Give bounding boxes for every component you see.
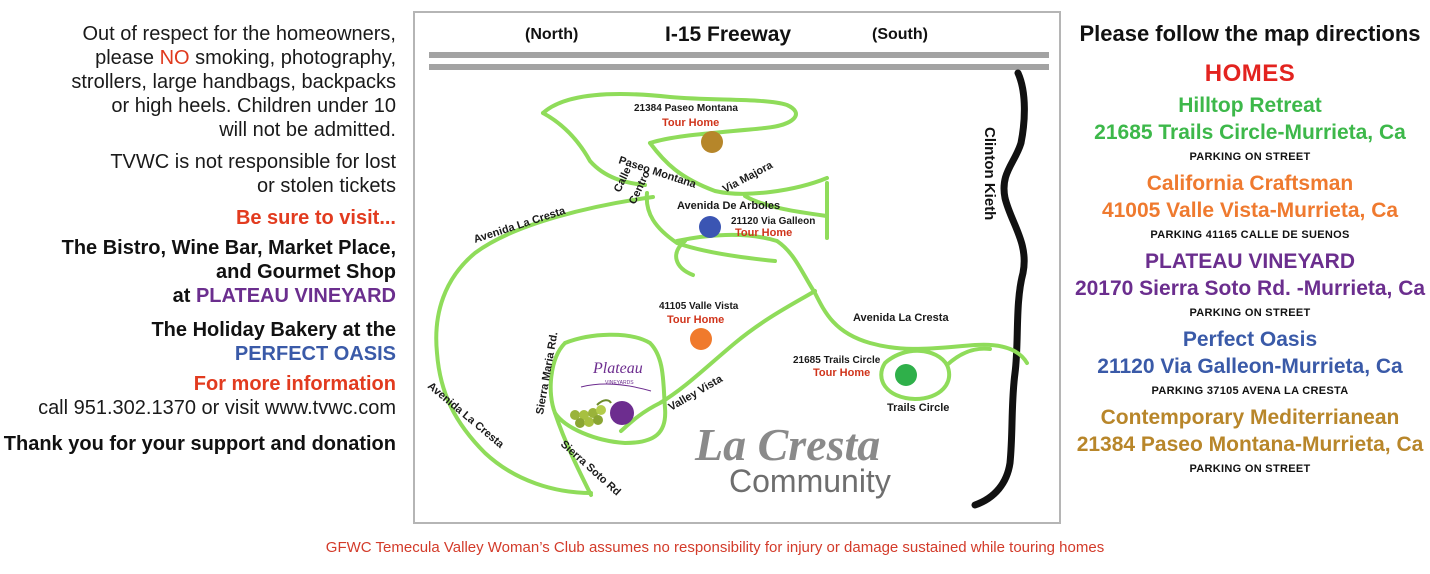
- valle-address-label: 41105 Valle Vista: [659, 301, 739, 312]
- home-parking: PARKING ON STREET: [1189, 151, 1311, 163]
- home-parking: PARKING 37105 AVENA LA CRESTA: [1151, 385, 1349, 397]
- grapes-icon: [570, 399, 612, 428]
- notice-line: please NO smoking, photography,: [95, 47, 396, 69]
- galleon-home-pin[interactable]: [699, 216, 721, 238]
- paseo-home-pin[interactable]: [701, 131, 723, 153]
- visit-line: The Bistro, Wine Bar, Market Place,: [61, 237, 396, 259]
- home-name: Perfect Oasis: [1182, 328, 1318, 351]
- home-address: 21384 Paseo Montana-Murrieta, Ca: [1076, 433, 1424, 456]
- trails-tour-label: Tour Home: [813, 367, 870, 379]
- galleon-address-label: 21120 Via Galleon: [731, 216, 815, 227]
- freeway-line-top: [429, 52, 1049, 58]
- home-name: PLATEAU VINEYARD: [1144, 250, 1356, 273]
- plateau-logo-swoosh: [580, 383, 652, 392]
- notice-line: Out of respect for the homeowners,: [82, 23, 397, 45]
- home-name: Hilltop Retreat: [1178, 94, 1322, 117]
- visit-text: The Bistro, Wine Bar, Market Place, and …: [0, 236, 396, 308]
- south-label: (South): [872, 26, 928, 43]
- home-parking: PARKING ON STREET: [1189, 463, 1311, 475]
- clinton-kieth-label: Clinton Kieth: [981, 127, 998, 220]
- no-emphasis: NO: [159, 47, 190, 69]
- trails-home-pin[interactable]: [895, 364, 917, 386]
- home-name: Contemporary Mediterrianean: [1100, 406, 1400, 429]
- community-title: La Cresta: [694, 419, 880, 470]
- home-parking: PARKING ON STREET: [1189, 307, 1311, 319]
- north-label: (North): [525, 26, 578, 43]
- plateau-logo-sub: VINEYARDS: [605, 380, 634, 386]
- homes-column: Please follow the map directions HOMES H…: [1070, 20, 1430, 478]
- disclaimer-footer: GFWC Temecula Valley Woman’s Club assume…: [325, 539, 1105, 556]
- homes-heading: HOMES: [1204, 60, 1296, 87]
- galleon-tour-label: Tour Home: [735, 227, 792, 239]
- plateau-vineyard-text: PLATEAU VINEYARD: [195, 285, 396, 307]
- bakery-line: The Holiday Bakery at the: [151, 319, 396, 341]
- home-entry: PLATEAU VINEYARD 20170 Sierra Soto Rd. -…: [1070, 248, 1430, 322]
- home-address: 21120 Via Galleon-Murrieta, Ca: [1097, 355, 1403, 378]
- info-line: call 951.302.1370 or visit www.tvwc.com: [38, 397, 396, 419]
- home-entry: Contemporary Mediterrianean 21384 Paseo …: [1070, 404, 1430, 478]
- home-parking: PARKING 41165 CALLE DE SUENOS: [1150, 229, 1350, 241]
- home-entry: Hilltop Retreat 21685 Trails Circle-Murr…: [1070, 92, 1430, 166]
- valle-home-pin[interactable]: [690, 328, 712, 350]
- plateau-logo: Plateau: [592, 360, 643, 377]
- via-majora-road: [648, 141, 829, 196]
- directions-heading: Please follow the map directions: [1079, 21, 1421, 46]
- freeway-label: I-15 Freeway: [665, 23, 791, 46]
- paseo-tour-label: Tour Home: [662, 117, 719, 129]
- info-heading: For more information: [193, 373, 396, 395]
- paseo-montana-road-west: [541, 111, 647, 187]
- home-entry: Perfect Oasis 21120 Via Galleon-Murrieta…: [1070, 326, 1430, 400]
- home-address: 20170 Sierra Soto Rd. -Murrieta, Ca: [1074, 277, 1426, 300]
- avenida-la-cresta-east: [775, 239, 1029, 365]
- tickets-line: or stolen tickets: [257, 175, 396, 197]
- notice-line: strollers, large handbags, backpacks: [71, 71, 396, 93]
- trails-circle-connector: [945, 346, 992, 367]
- info-column: Out of respect for the homeowners, pleas…: [0, 22, 396, 456]
- trails-address-label: 21685 Trails Circle: [793, 355, 881, 366]
- avenida-la-cresta-right-label: Avenida La Cresta: [853, 312, 949, 324]
- via-majora-label: Via Majora: [721, 159, 776, 196]
- tickets-text: TVWC is not responsible for lost or stol…: [0, 150, 396, 198]
- via-galleon-connector: [675, 232, 779, 243]
- sierra-soto-road: [553, 411, 593, 497]
- calle-label: Calle: [612, 165, 634, 194]
- road-network: [434, 92, 1029, 497]
- paseo-address-label: 21384 Paseo Montana: [634, 103, 738, 114]
- community-subtitle: Community: [729, 463, 891, 499]
- sierra-maria-label: Sierra Maria Rd.: [534, 331, 560, 416]
- avenida-la-cresta-top-label: Avenida La Cresta: [472, 205, 567, 246]
- avenida-de-arboles-label: Avenida De Arboles: [677, 200, 780, 212]
- map-svg: (North) I-15 Freeway (South) Clinton Kie…: [425, 23, 1049, 509]
- notice-line: will not be admitted.: [219, 119, 396, 141]
- visit-line: at PLATEAU VINEYARD: [172, 285, 396, 307]
- trails-circle-label: Trails Circle: [887, 402, 949, 414]
- home-address: 41005 Valle Vista-Murrieta, Ca: [1101, 199, 1399, 222]
- avenida-la-cresta-left-label: Avenida La Cresta: [425, 380, 507, 451]
- home-address: 21685 Trails Circle-Murrieta, Ca: [1094, 121, 1406, 144]
- calle-centro-loop: [644, 191, 777, 263]
- bakery-text: The Holiday Bakery at the PERFECT OASIS: [0, 318, 396, 366]
- paseo-montana-road: [541, 92, 798, 145]
- clinton-kieth-road: [971, 69, 1028, 509]
- plateau-home-pin[interactable]: [610, 401, 634, 425]
- valle-tour-label: Tour Home: [667, 314, 724, 326]
- home-name: California Craftsman: [1146, 172, 1354, 195]
- perfect-oasis-text: PERFECT OASIS: [234, 343, 396, 365]
- thanks-text: Thank you for your support and donation: [3, 433, 396, 455]
- valley-vista-road: [619, 289, 817, 433]
- visit-line: and Gourmet Shop: [216, 261, 396, 283]
- trails-circle-road: [879, 348, 952, 401]
- notice-line: or high heels. Children under 10: [111, 95, 396, 117]
- map-panel: (North) I-15 Freeway (South) Clinton Kie…: [413, 11, 1061, 524]
- avenida-de-arboles-road: [743, 194, 829, 218]
- sierra-soto-loop: [548, 332, 668, 445]
- freeway-line-bottom: [429, 64, 1049, 70]
- visit-heading: Be sure to visit...: [235, 207, 396, 229]
- home-entry: California Craftsman 41005 Valle Vista-M…: [1070, 170, 1430, 244]
- avenida-la-cresta-west: [434, 195, 655, 495]
- via-galleon-spur: [674, 239, 695, 277]
- tickets-line: TVWC is not responsible for lost: [110, 151, 396, 173]
- notice-text: Out of respect for the homeowners, pleas…: [0, 22, 396, 142]
